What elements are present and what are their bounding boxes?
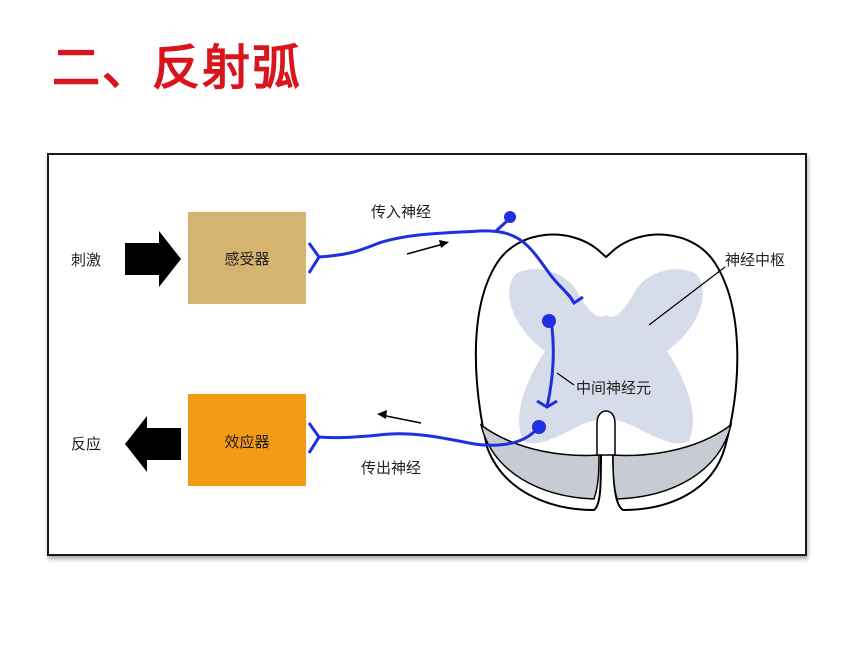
response-label: 反应 <box>71 435 101 453</box>
reflex-arc-diagram: 刺激 感受器 反应 效应器 <box>47 153 807 556</box>
reflex-arc-svg: 刺激 感受器 反应 效应器 <box>71 203 785 512</box>
spinal-cord <box>474 233 739 512</box>
interneuron-label: 中间神经元 <box>576 379 651 397</box>
nerve-center-pointer <box>648 266 726 326</box>
effector-box <box>188 394 306 486</box>
receptor-label: 感受器 <box>224 250 269 268</box>
stimulus-arrow-icon <box>125 231 181 287</box>
efferent-nerve-label: 传出神经 <box>361 459 421 477</box>
white-matter-right <box>612 423 733 500</box>
efferent-nerve <box>307 420 546 454</box>
interneuron-pointer <box>556 372 575 386</box>
afferent-nerve-label: 传入神经 <box>371 203 431 221</box>
central-canal <box>596 410 616 456</box>
afferent-nerve <box>307 211 584 306</box>
stimulus-label: 刺激 <box>71 251 101 269</box>
receptor-box <box>188 212 306 304</box>
gray-matter <box>509 269 703 444</box>
afferent-direction-arrow-icon <box>406 240 449 255</box>
nerve-center-label: 神经中枢 <box>725 251 785 269</box>
response-arrow-icon <box>125 416 181 472</box>
interneuron <box>536 314 558 409</box>
efferent-direction-arrow-icon <box>377 410 422 424</box>
effector-label: 效应器 <box>224 433 269 451</box>
slide-title: 二、反射弧 <box>52 40 303 96</box>
